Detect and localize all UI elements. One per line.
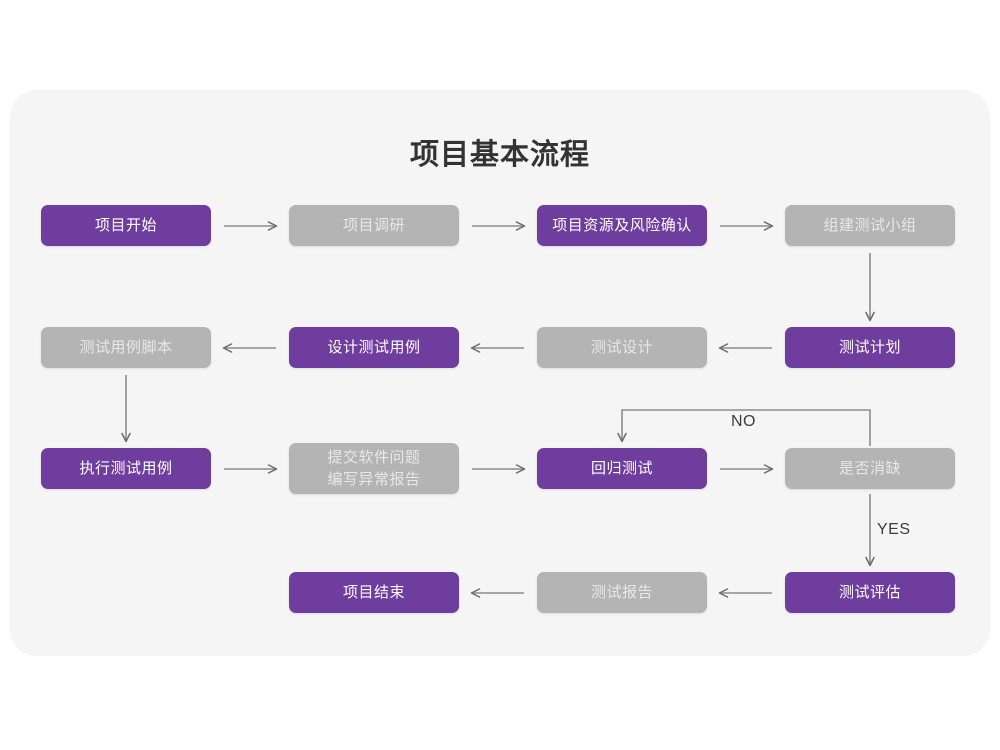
flow-node-n8[interactable]: 测试计划 (785, 327, 955, 368)
edge-label-yes: YES (877, 521, 911, 538)
flow-node-n14[interactable]: 测试报告 (537, 572, 707, 613)
flow-node-n5[interactable]: 测试用例脚本 (41, 327, 211, 368)
diagram-panel (10, 90, 990, 656)
flow-node-n1[interactable]: 项目开始 (41, 205, 211, 246)
flow-node-n12[interactable]: 是否消缺 (785, 448, 955, 489)
flow-node-n13[interactable]: 项目结束 (289, 572, 459, 613)
flow-node-n3[interactable]: 项目资源及风险确认 (537, 205, 707, 246)
edge-label-no: NO (731, 413, 756, 430)
flow-node-n15[interactable]: 测试评估 (785, 572, 955, 613)
flow-node-n7[interactable]: 测试设计 (537, 327, 707, 368)
flow-node-n2[interactable]: 项目调研 (289, 205, 459, 246)
flow-node-n11[interactable]: 回归测试 (537, 448, 707, 489)
flow-node-n10[interactable]: 提交软件问题 编写异常报告 (289, 443, 459, 494)
flow-node-n4[interactable]: 组建测试小组 (785, 205, 955, 246)
flow-node-n9[interactable]: 执行测试用例 (41, 448, 211, 489)
page-title: 项目基本流程 (409, 139, 590, 171)
flow-node-n6[interactable]: 设计测试用例 (289, 327, 459, 368)
